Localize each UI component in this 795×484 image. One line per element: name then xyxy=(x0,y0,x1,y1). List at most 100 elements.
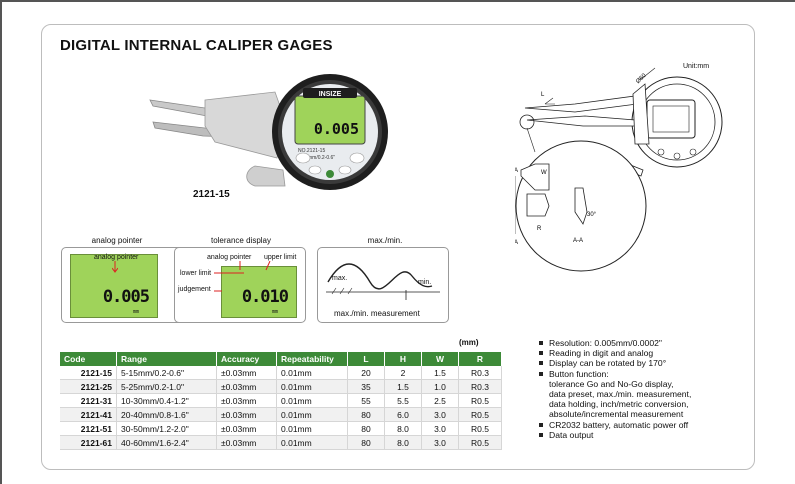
technical-drawing: L Ø60 A A W H R 30° A-A xyxy=(515,67,723,272)
header-h: H xyxy=(384,352,422,366)
cell-accuracy: ±0.03mm xyxy=(216,407,277,422)
cell-w: 3.0 xyxy=(421,421,459,436)
cell-h: 5.5 xyxy=(384,393,422,408)
cell-repeatability: 0.01mm xyxy=(276,393,348,408)
cell-range: 30-50mm/1.2-2.0" xyxy=(116,421,217,436)
cell-code: 2121-41 xyxy=(60,407,117,422)
product-model-label: 2121-15 xyxy=(193,189,230,200)
cell-r: R0.5 xyxy=(458,435,502,450)
panel-maxmin-wave xyxy=(326,263,440,300)
panel-tolerance-lcd: 0.010 mm xyxy=(221,266,297,318)
panel-tolerance-unit: mm xyxy=(271,309,278,315)
drawing-label-section: A-A xyxy=(573,238,583,244)
panel-maxmin-label-caption: max./min. measurement xyxy=(334,309,420,318)
cell-l: 80 xyxy=(347,435,385,450)
cell-r: R0.5 xyxy=(458,393,502,408)
cell-w: 1.5 xyxy=(421,366,459,380)
cell-repeatability: 0.01mm xyxy=(276,407,348,422)
cell-w: 1.0 xyxy=(421,379,459,394)
table-row: 2121-15 5-15mm/0.2-0.6" ±0.03mm 0.01mm 2… xyxy=(60,366,502,380)
cell-w: 3.0 xyxy=(421,407,459,422)
cell-h: 8.0 xyxy=(384,435,422,450)
cell-repeatability: 0.01mm xyxy=(276,366,348,380)
feature-subitem: data holding, inch/metric conversion, xyxy=(549,399,689,410)
feature-item: Button function: xyxy=(538,369,738,379)
feature-subitem: tolerance Go and No-Go display, xyxy=(549,378,674,389)
cell-accuracy: ±0.03mm xyxy=(216,421,277,436)
drawing-label-r: R xyxy=(537,226,542,232)
feature-item: CR2032 battery, automatic power off xyxy=(538,420,738,430)
table-row: 2121-51 30-50mm/1.2-2.0" ±0.03mm 0.01mm … xyxy=(60,421,502,436)
panel-tolerance-value: 0.010 xyxy=(241,287,289,307)
panel-analog-arrow xyxy=(112,261,118,273)
cell-range: 5-25mm/0.2-1.0" xyxy=(116,379,217,394)
panel-tolerance-display: 0.010 mm xyxy=(174,247,306,323)
cell-range: 40-60mm/1.6-2.4" xyxy=(116,435,217,450)
page-title: DIGITAL INTERNAL CALIPER GAGES xyxy=(60,37,333,54)
header-w: W xyxy=(421,352,459,366)
panel-tolerance-arrows xyxy=(214,261,271,292)
cell-accuracy: ±0.03mm xyxy=(216,393,277,408)
cell-l: 80 xyxy=(347,421,385,436)
cell-r: R0.3 xyxy=(458,379,502,394)
drawing-label-a-bottom: A xyxy=(515,240,518,246)
cell-code: 2121-25 xyxy=(60,379,117,394)
cell-r: R0.5 xyxy=(458,421,502,436)
cell-repeatability: 0.01mm xyxy=(276,435,348,450)
cell-h: 1.5 xyxy=(384,379,422,394)
panel-tolerance-label-upper: upper limit xyxy=(264,254,297,261)
cell-l: 20 xyxy=(347,366,385,380)
cell-code: 2121-51 xyxy=(60,421,117,436)
drawing-label-l: L xyxy=(541,92,545,98)
cell-range: 20-40mm/0.8-1.6" xyxy=(116,407,217,422)
header-accuracy: Accuracy xyxy=(216,352,277,366)
panel-maxmin-label-max: max. xyxy=(332,275,348,282)
drawing-unit-label: Unit:mm xyxy=(683,63,710,70)
dial-brand: INSIZE xyxy=(319,91,342,98)
cell-range: 5-15mm/0.2-0.6" xyxy=(116,366,217,380)
cell-h: 8.0 xyxy=(384,421,422,436)
spec-table: Code Range Accuracy Repeatability L H W … xyxy=(60,352,502,450)
panel-maxmin-caption: max./min. xyxy=(367,236,403,245)
feature-item: Data output xyxy=(538,430,738,440)
cell-repeatability: 0.01mm xyxy=(276,421,348,436)
header-l: L xyxy=(347,352,385,366)
panel-analog-unit: mm xyxy=(132,309,139,315)
panel-maxmin-label-min: min. xyxy=(418,279,432,286)
dial-model-text: NO.2121-15 xyxy=(298,148,325,154)
cell-w: 3.0 xyxy=(421,435,459,450)
feature-subitem: absolute/incremental measurement xyxy=(549,409,684,420)
cell-h: 2 xyxy=(384,366,422,380)
table-row: 2121-61 40-60mm/1.6-2.4" ±0.03mm 0.01mm … xyxy=(60,435,502,450)
cell-l: 80 xyxy=(347,407,385,422)
drawing-label-angle: 30° xyxy=(587,212,597,218)
cell-accuracy: ±0.03mm xyxy=(216,435,277,450)
cell-repeatability: 0.01mm xyxy=(276,379,348,394)
feature-list: Resolution: 0.005mm/0.0002" Reading in d… xyxy=(538,338,738,440)
cell-r: R0.3 xyxy=(458,366,502,380)
feature-item: Resolution: 0.005mm/0.0002" xyxy=(538,338,738,348)
cell-range: 10-30mm/0.4-1.2" xyxy=(116,393,217,408)
dial-display-value: 0.005 xyxy=(314,120,359,138)
cell-accuracy: ±0.03mm xyxy=(216,379,277,394)
header-repeatability: Repeatability xyxy=(276,352,348,366)
header-r: R xyxy=(458,352,502,366)
header-code: Code xyxy=(60,352,117,366)
panel-tolerance-label-lower: lower limit xyxy=(180,270,212,277)
panel-analog-label: analog pointer xyxy=(94,254,139,261)
cell-h: 6.0 xyxy=(384,407,422,422)
cell-code: 2121-61 xyxy=(60,435,117,450)
panel-analog-pointer: 0.005 mm xyxy=(61,247,193,323)
table-row: 2121-41 20-40mm/0.8-1.6" ±0.03mm 0.01mm … xyxy=(60,407,502,422)
table-row: 2121-31 10-30mm/0.4-1.2" ±0.03mm 0.01mm … xyxy=(60,393,502,408)
panel-tolerance-label-analog: analog pointer xyxy=(207,254,252,261)
drawing-label-w: W xyxy=(541,170,547,176)
panel-maxmin: max. min. max./min. measurement xyxy=(317,247,449,323)
panel-analog-lcd: 0.005 mm xyxy=(70,254,158,318)
feature-item: Reading in digit and analog xyxy=(538,348,738,358)
drawing-label-diameter: Ø60 xyxy=(635,72,648,85)
cell-l: 35 xyxy=(347,379,385,394)
spec-table-header: Code Range Accuracy Repeatability L H W … xyxy=(60,352,502,366)
feature-subitem: data preset, max./min. measurement, xyxy=(549,389,692,400)
